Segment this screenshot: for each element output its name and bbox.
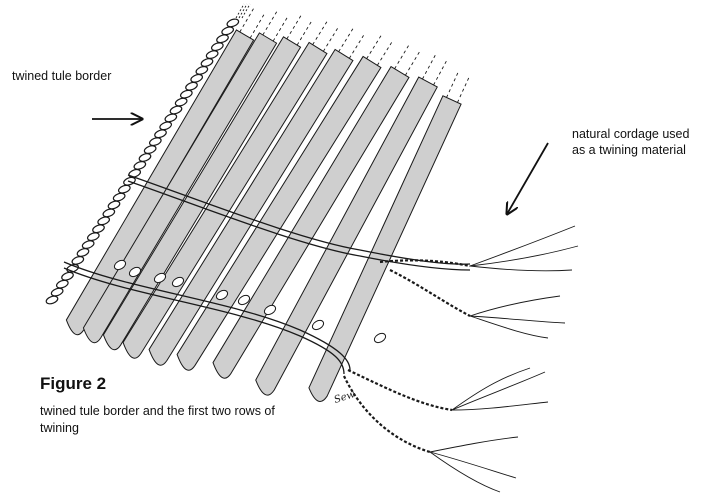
cut-tule-end	[311, 319, 325, 332]
stalk-tip-line	[339, 28, 354, 52]
stalk-tip-line	[323, 28, 338, 52]
stalk-tip-line	[297, 21, 311, 45]
cordage-tail-3	[348, 370, 452, 410]
cordage-tail-2	[390, 270, 470, 316]
stalk-tip-line	[287, 15, 301, 39]
stalk-tip-line	[447, 72, 459, 97]
stalk-tip-line	[434, 60, 447, 85]
stalk-tip-line	[313, 21, 328, 45]
stalk-tip-line	[349, 35, 364, 59]
twined-tule-border-label: twined tule border	[12, 68, 111, 84]
frayed-fibers	[430, 226, 578, 492]
stalk-tip-line	[377, 42, 392, 66]
stalk-tip-line	[263, 11, 277, 35]
stalk-tip-line	[240, 8, 254, 32]
stalk-tip-line	[367, 35, 382, 59]
stalk-tip-line	[395, 45, 409, 69]
tule-stalks	[66, 8, 469, 402]
stalk-tip-line	[422, 54, 435, 79]
cut-tule-end	[373, 332, 387, 345]
stalk-tip-line	[457, 77, 469, 102]
arrow-down-left-icon	[507, 143, 548, 214]
rope-twist-segment	[226, 18, 240, 28]
figure-title: Figure 2	[40, 374, 106, 394]
rope-end-line	[236, 4, 244, 18]
stalk-tip-line	[405, 51, 419, 75]
natural-cordage-label: natural cordage used as a twining materi…	[572, 126, 700, 158]
figure-caption: twined tule border and the first two row…	[40, 403, 280, 437]
